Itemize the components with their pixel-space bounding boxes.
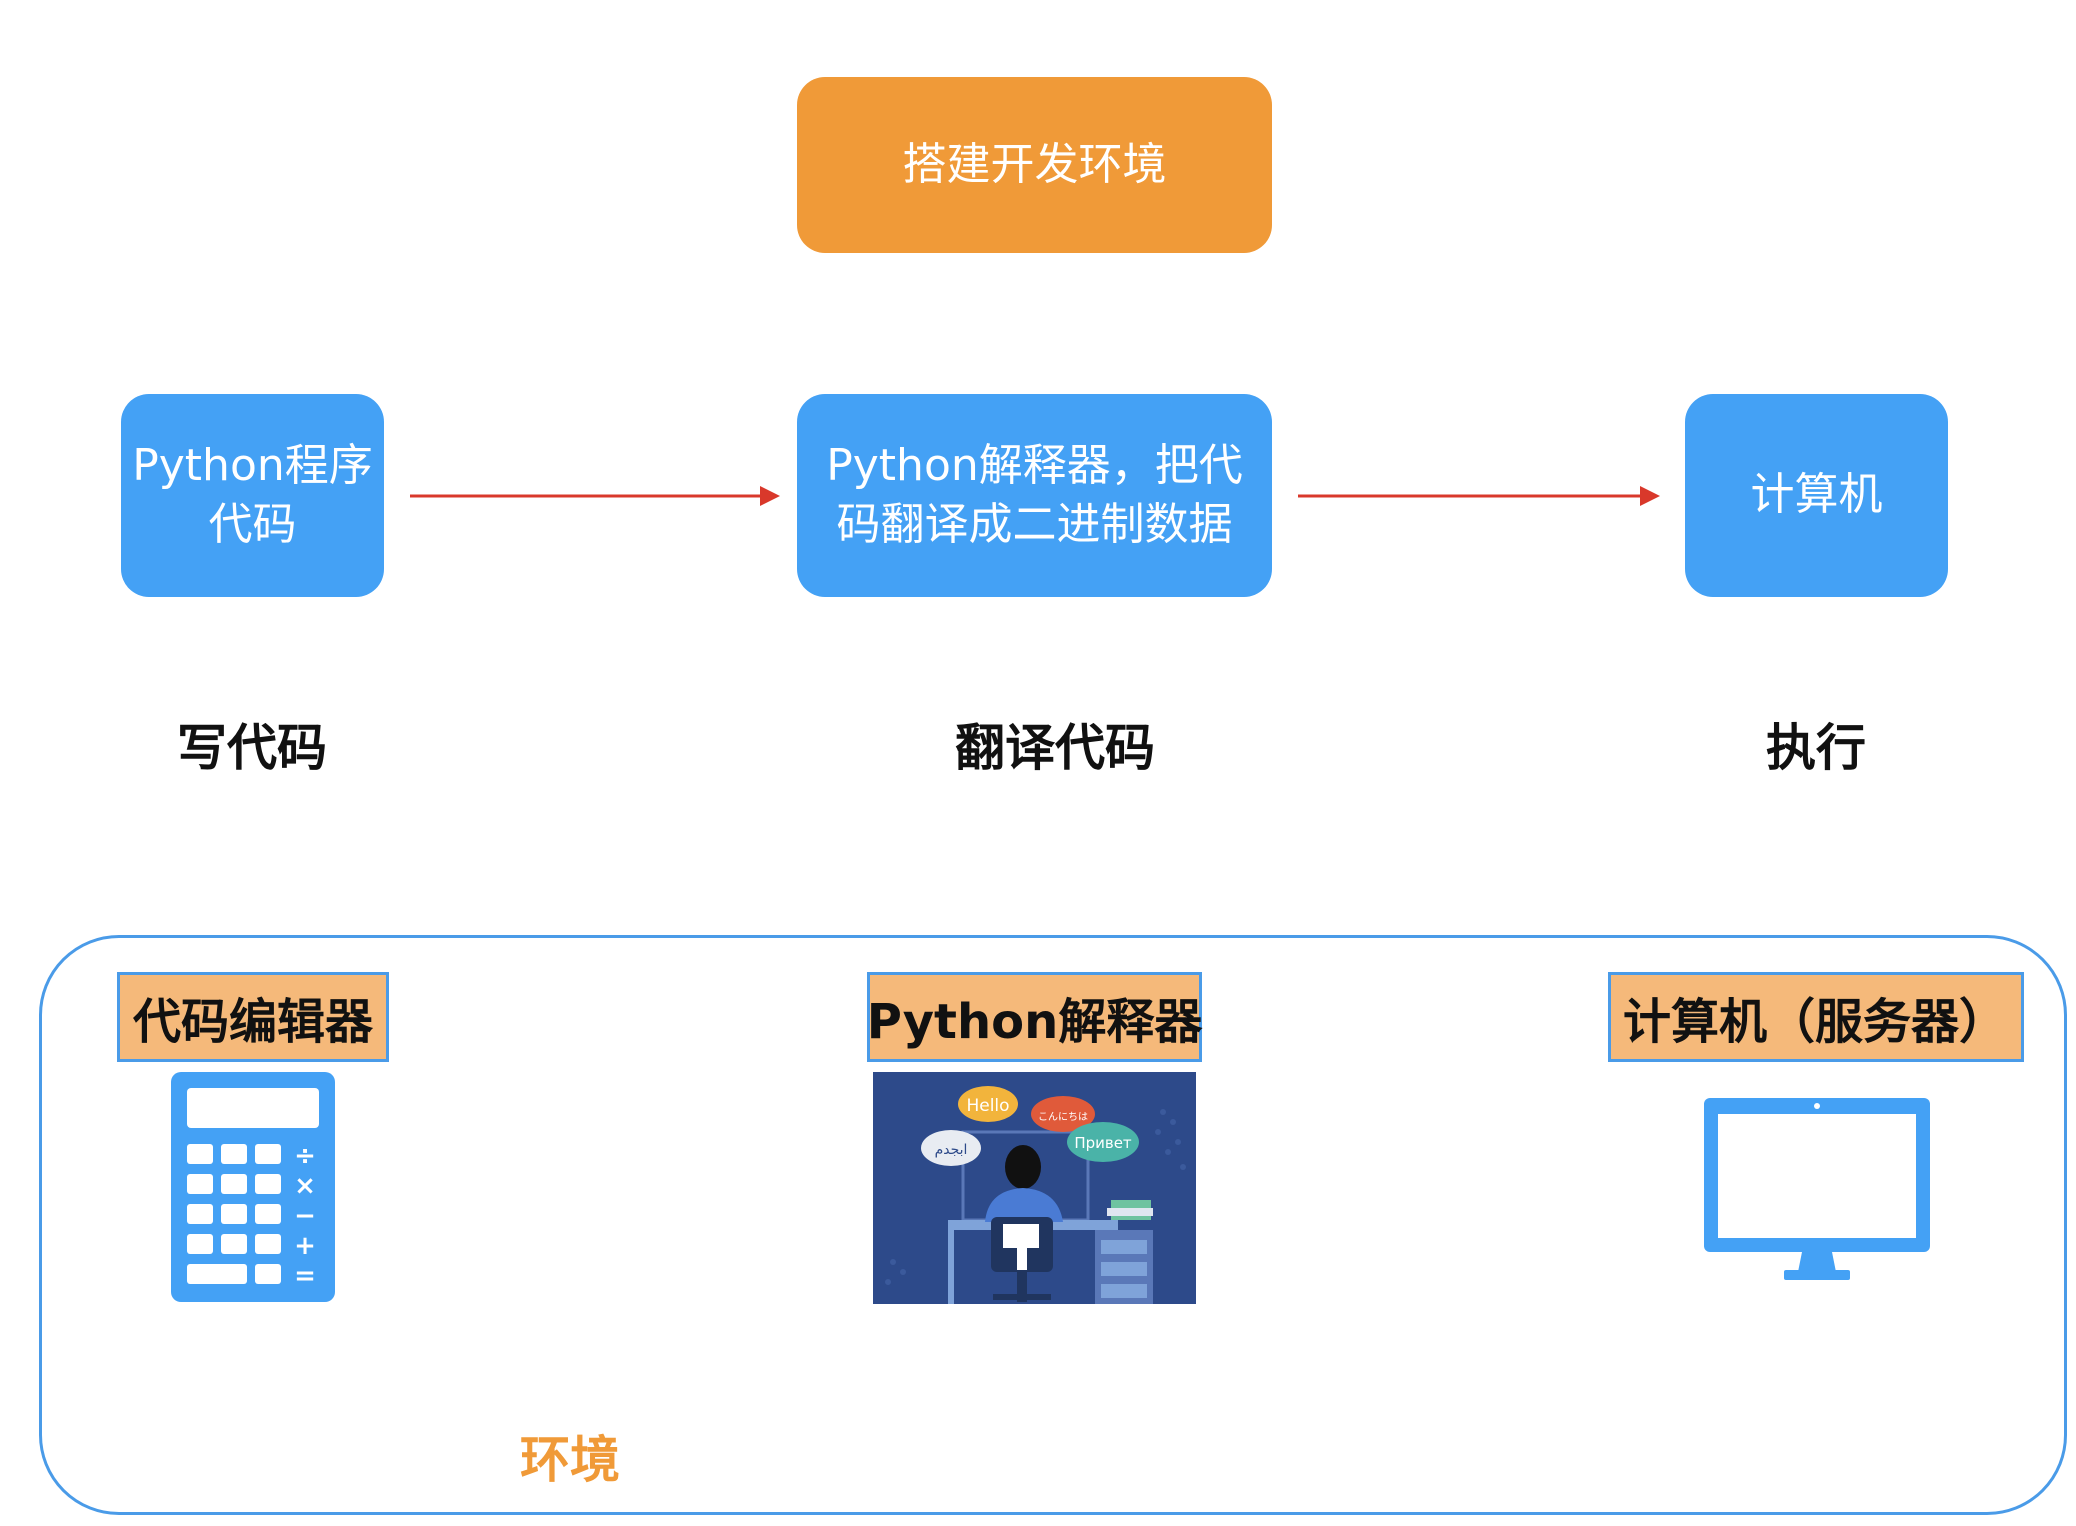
bubble-privet: Привет [1074, 1134, 1132, 1152]
calculator-icon: ÷ × − + = [171, 1072, 335, 1302]
arrow-code-to-interpreter [410, 486, 780, 506]
tag-computer-server: 计算机（服务器） [1608, 972, 2024, 1062]
interpreter-box: Python解释器，把代 码翻译成二进制数据 [797, 394, 1272, 597]
tag-python-interpreter: Python解释器 [867, 972, 1202, 1062]
interpreter-line1: Python解释器，把代 [826, 439, 1243, 491]
computer-line1: 计算机 [1750, 469, 1883, 521]
monitor-icon [1704, 1098, 1930, 1280]
step-label-execute: 执行 [1766, 719, 1866, 777]
calc-multiply-symbol: × [294, 1171, 316, 1201]
bubble-hello: Hello [966, 1096, 1009, 1116]
tag-code-editor: 代码编辑器 [117, 972, 389, 1062]
calc-minus-symbol: − [294, 1201, 316, 1231]
environment-label: 环境 [520, 1431, 620, 1489]
bubble-konnichiwa: こんにちは [1038, 1111, 1088, 1123]
environment-frame [39, 935, 2067, 1515]
calc-divide-symbol: ÷ [294, 1141, 316, 1171]
setup-environment-box: 搭建开发环境 [797, 77, 1272, 253]
bubble-arabic: ابجدم [935, 1142, 968, 1158]
calc-plus-symbol: + [294, 1231, 316, 1261]
python-code-line1: Python程序 [132, 439, 373, 491]
python-code-box: Python程序 代码 [121, 394, 384, 597]
step-label-write: 写代码 [177, 719, 327, 777]
setup-environment-label: 搭建开发环境 [902, 138, 1167, 190]
programmer-illustration: Hello こんにちは Привет ابجدم [873, 1072, 1196, 1304]
computer-box: 计算机 [1685, 394, 1948, 597]
arrow-interpreter-to-computer [1298, 486, 1660, 506]
step-label-translate: 翻译代码 [955, 719, 1155, 777]
python-code-line2: 代码 [208, 498, 297, 550]
calc-equals-symbol: = [294, 1261, 316, 1291]
interpreter-line2: 码翻译成二进制数据 [836, 498, 1233, 550]
